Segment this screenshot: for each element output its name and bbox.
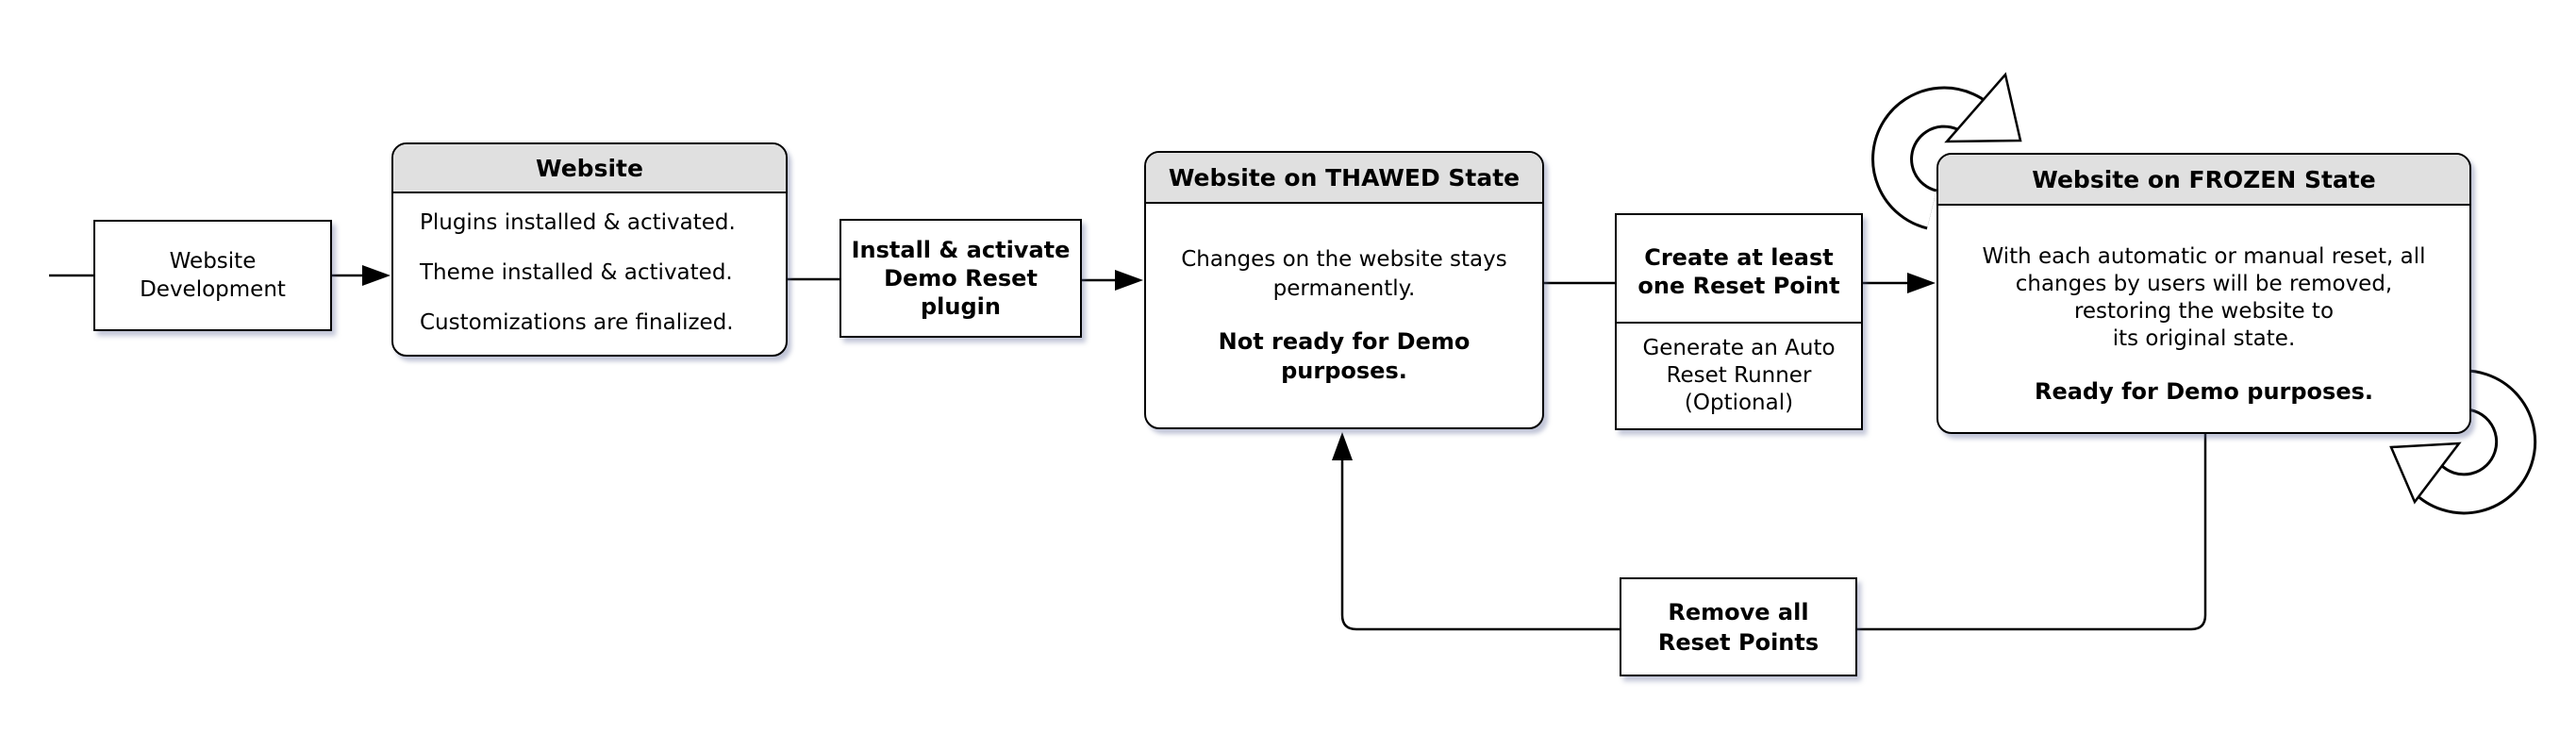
node-body: Changes on the website stays permanently… (1146, 204, 1542, 427)
node-label: Install & activate Demo Reset plugin (851, 237, 1071, 320)
arrowhead-icon (1115, 270, 1143, 291)
node-title: Website (393, 144, 786, 193)
arrowhead-icon (1907, 273, 1936, 293)
auto-reset-loop-icon-top (1871, 72, 2022, 230)
node-title: Website on THAWED State (1146, 153, 1542, 204)
node-sublabel: Generate an Auto Reset Runner (Optional) (1642, 335, 1836, 415)
node-website: Website Plugins installed & activated. T… (391, 142, 788, 357)
node-label: Website Development (140, 249, 286, 302)
node-title: Website on FROZEN State (1938, 155, 2469, 206)
checklist-item: Theme installed & activated. (420, 260, 733, 285)
node-body: With each automatic or manual reset, all… (1938, 206, 2469, 432)
checklist-item: Customizations are finalized. (420, 310, 734, 335)
body-text: Changes on the website stays permanently… (1181, 247, 1507, 301)
edge-create-to-frozen (1863, 273, 1936, 293)
emphasis-text: Ready for Demo purposes. (2034, 378, 2374, 405)
node-frozen-state: Website on FROZEN State With each automa… (1936, 153, 2471, 434)
emphasis-text: Not ready for Demo purposes. (1218, 328, 1471, 384)
arrowhead-icon (1332, 432, 1353, 460)
node-label: Create at least one Reset Point (1637, 244, 1840, 300)
node-body: Plugins installed & activated. Theme ins… (393, 193, 786, 355)
auto-reset-loop-icon-bottom (2389, 369, 2537, 515)
node-label: Remove all Reset Points (1657, 598, 1820, 656)
node-create-reset-point: Create at least one Reset Point Generate… (1615, 213, 1863, 430)
node-website-development: Website Development (93, 220, 332, 331)
checklist-item: Plugins installed & activated. (420, 210, 736, 235)
node-install-plugin: Install & activate Demo Reset plugin (839, 219, 1082, 338)
node-secondary-compartment: Generate an Auto Reset Runner (Optional) (1617, 324, 1861, 429)
edge-dev-to-website (332, 265, 391, 286)
edge-install-to-thawed (1082, 270, 1143, 291)
node-thawed-state: Website on THAWED State Changes on the w… (1144, 151, 1544, 429)
node-remove-reset-points: Remove all Reset Points (1620, 577, 1857, 676)
node-primary-compartment: Create at least one Reset Point (1617, 215, 1861, 324)
arrowhead-icon (362, 265, 391, 286)
body-text: With each automatic or manual reset, all… (1982, 244, 2426, 351)
